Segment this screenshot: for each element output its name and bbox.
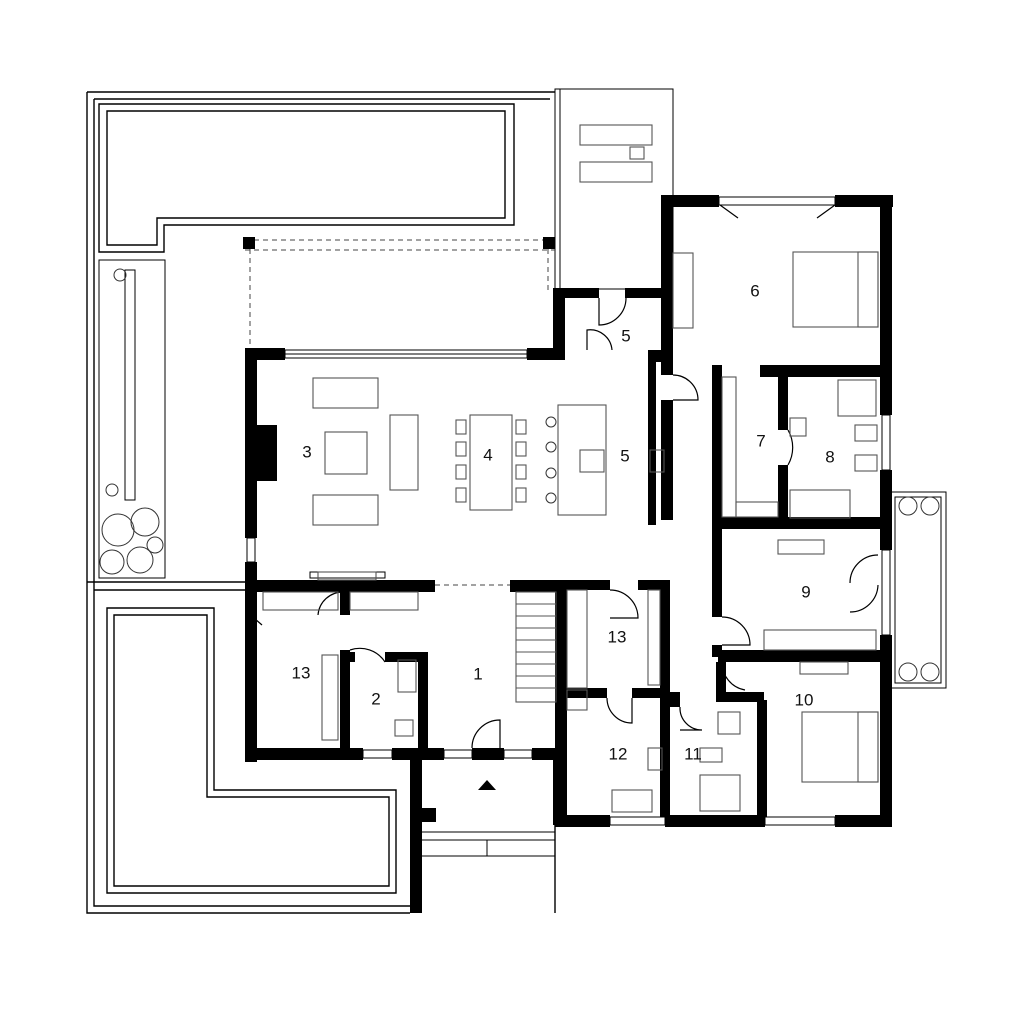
room-label-pantry: 5 (621, 326, 630, 345)
dining-table (455, 414, 527, 511)
balcony-east (889, 491, 947, 689)
bed-master (672, 251, 879, 329)
planter (98, 259, 166, 579)
bed-9-10 (763, 539, 879, 783)
room-label-master-bedroom: 6 (750, 281, 759, 300)
room-label-living: 3 (302, 442, 311, 461)
room-labels: 1 2 3 4 5 5 6 7 8 9 10 11 12 13 13 (292, 281, 835, 763)
closet-rails (262, 376, 779, 741)
stairs (515, 591, 557, 703)
room-label-kitchen: 5 (620, 446, 629, 465)
room-label-walk-in-closet: 7 (756, 431, 765, 450)
pool-north (98, 103, 515, 253)
entrance-arrow-icon (478, 780, 496, 790)
sun-lounger-icon (579, 124, 653, 183)
room-label-entrance: 1 (473, 664, 482, 683)
room-label-wc: 2 (371, 689, 380, 708)
shrub-icon (99, 268, 164, 575)
room-label-storage-west: 13 (292, 663, 311, 682)
room-label-laundry: 12 (609, 744, 628, 763)
site-boundary (86, 91, 555, 914)
pool-south (106, 607, 397, 894)
bath-fixtures (394, 379, 878, 813)
windows (246, 196, 891, 826)
furniture-living (312, 377, 419, 581)
doors (246, 204, 879, 790)
room-label-bedroom-10: 10 (795, 690, 814, 709)
room-label-storage-east: 13 (608, 627, 627, 646)
room-label-shower-room: 11 (684, 744, 702, 763)
walls (245, 195, 893, 913)
kitchen-island (545, 404, 665, 516)
terrace (554, 88, 674, 290)
pergola (243, 237, 555, 345)
room-label-bedroom-9: 9 (801, 582, 810, 601)
room-label-master-bath: 8 (825, 447, 834, 466)
room-label-dining: 4 (483, 445, 492, 464)
